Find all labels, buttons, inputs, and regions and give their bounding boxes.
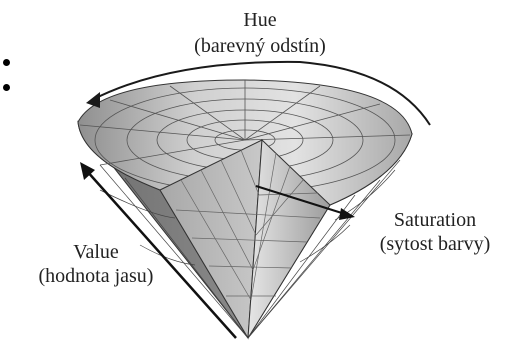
hue-sublabel: (barevný odstín) xyxy=(170,34,350,58)
hue-label: Hue xyxy=(215,8,305,32)
cut-face-grid xyxy=(175,149,321,301)
saturation-arrow-head xyxy=(339,208,355,220)
list-bullet-2 xyxy=(3,84,10,91)
list-bullet-1 xyxy=(3,59,10,66)
value-subtitle: (hodnota jasu) xyxy=(38,265,154,287)
hue-arc-arrow xyxy=(91,60,431,126)
saturation-subtitle: (sytost barvy) xyxy=(379,233,491,255)
value-arrow-line xyxy=(85,169,237,339)
hue-title: Hue xyxy=(243,9,277,31)
saturation-label: Saturation (sytost barvy) xyxy=(370,208,500,256)
value-label: Value (hodnota jasu) xyxy=(6,240,186,288)
hue-arrow-head xyxy=(86,92,100,108)
saturation-arrow-line xyxy=(255,185,346,215)
value-title: Value xyxy=(73,241,119,263)
top-grid-spokes xyxy=(79,80,411,166)
hue-subtitle: (barevný odstín) xyxy=(194,35,326,57)
value-arrow-head xyxy=(80,162,95,180)
side-grid xyxy=(99,159,401,339)
saturation-title: Saturation xyxy=(393,209,477,231)
